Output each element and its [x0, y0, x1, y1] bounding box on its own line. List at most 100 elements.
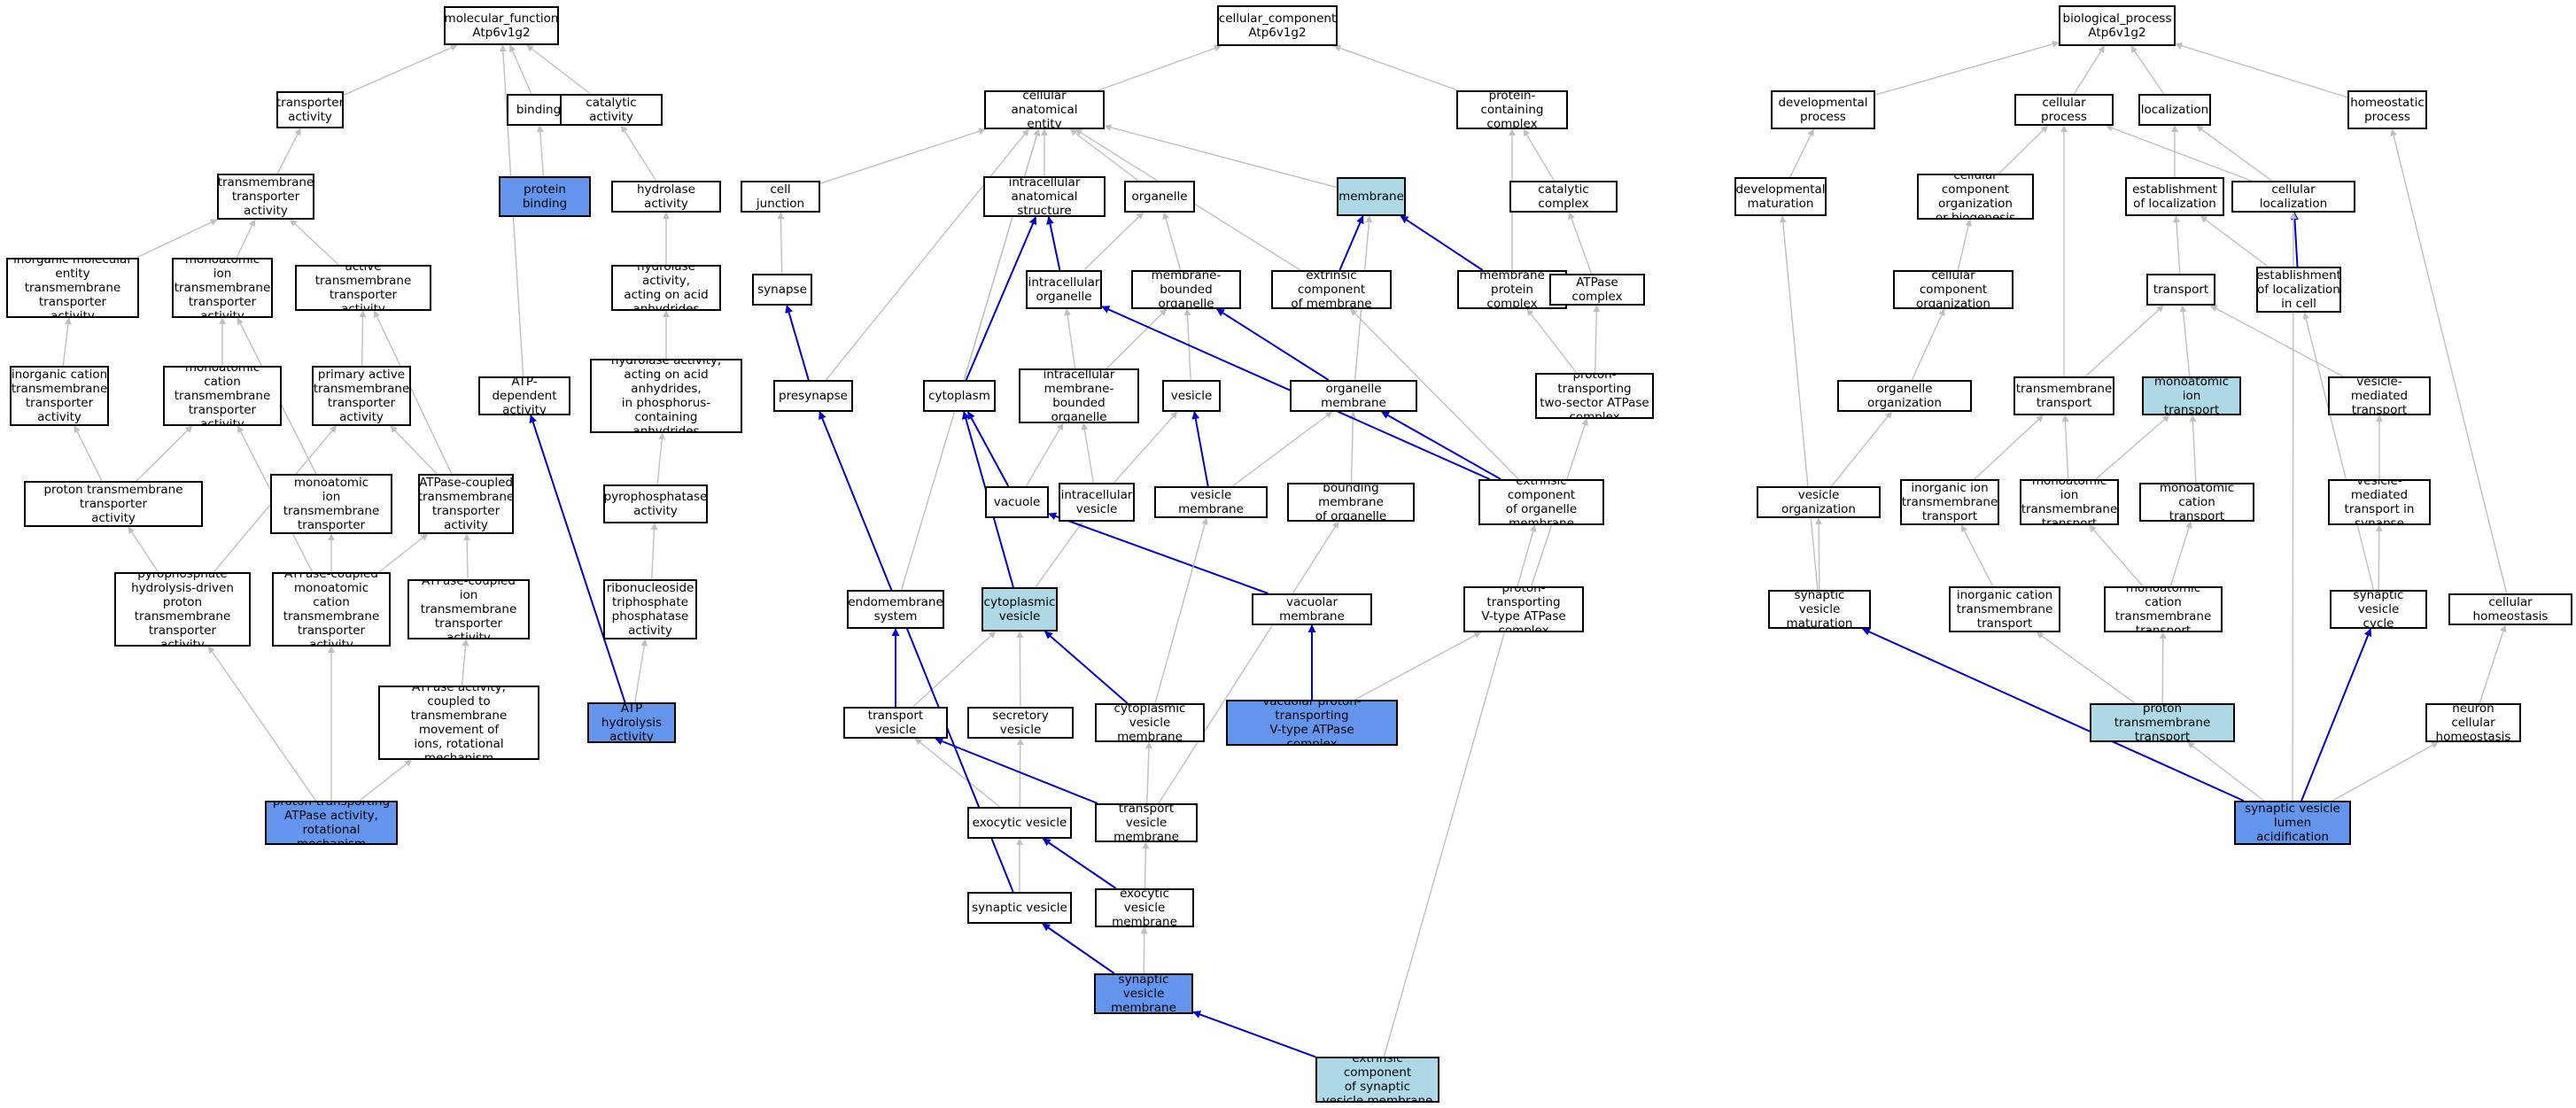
node-hydrolase-phos: hydrolase activity, acting on acid anhyd… — [590, 359, 742, 433]
node-synaptic-vesicle: synaptic vesicle — [967, 892, 1072, 924]
edge-extrinsic-sv-membrane-to-synaptic-vesicle-membrane — [1192, 1011, 1316, 1058]
edge-extrinsic-org-membrane-to-extrinsic-membrane — [1350, 308, 1519, 480]
node-hydrolase-activity: hydrolase activity — [611, 181, 721, 213]
node-atp-dependent: ATP-dependent activity — [478, 376, 570, 415]
edge-developmental-maturation-to-developmental-process — [1789, 128, 1814, 178]
edge-organelle-to-cell-anat-entity — [1069, 128, 1139, 182]
node-organelle: organelle — [1124, 181, 1195, 213]
node-atpase-ion-tm: ATPase-coupled ion transmembrane transpo… — [407, 579, 530, 639]
edge-transmembrane-transport-to-transport — [2084, 305, 2164, 377]
node-transport-vesicle: transport vesicle — [843, 707, 948, 739]
edge-atpase-coupled-tm-to-primary-active — [390, 425, 438, 475]
edge-cellular-localization-to-localization — [2195, 125, 2272, 182]
edge-atp-hydrolysis-to-ntp-phosphatase — [634, 639, 648, 703]
edge-localization-to-bp — [2130, 45, 2165, 95]
edge-intracellular-vesicle-to-vesicle — [1113, 411, 1178, 484]
node-intra-mb-organelle: intracellular membrane-bounded organelle — [1019, 368, 1139, 423]
edge-intracellular-vesicle-to-intra-mb-organelle — [1081, 422, 1094, 484]
edge-sv-cycle-to-establishment-loc-cell — [2302, 312, 2375, 591]
node-transmembrane-transport: transmembrane transport — [2013, 376, 2114, 415]
node-vacuole: vacuole — [985, 486, 1049, 518]
edge-tm-transporter-to-transporter-activity — [276, 128, 301, 174]
edge-vesicle-membrane-to-organelle-membrane — [1231, 411, 1333, 487]
node-vesicle-membrane: vesicle membrane — [1154, 486, 1268, 518]
edge-monoatomic-cation-tm-transport-to-monoatomic-cation-transport — [2169, 521, 2192, 587]
edge-homeostatic-process-to-bp — [2175, 42, 2348, 98]
node-active-tm: active transmembrane transporter activit… — [295, 265, 431, 311]
edge-ntp-phosphatase-to-pyrophosphatase — [650, 523, 658, 580]
node-proton-atpase-rot: proton-transporting ATPase activity, rot… — [265, 801, 398, 845]
node-membrane: membrane — [1337, 177, 1406, 216]
edge-proton-tm-transport-to-monoatomic-cation-tm-transport — [2159, 631, 2167, 704]
edge-monoatomic-ion-transport-to-transport — [2179, 305, 2191, 377]
node-pyrophosphate-driven: pyrophosphate hydrolysis-driven proton t… — [114, 572, 251, 647]
node-vesicle-organization: vesicle organization — [1757, 486, 1881, 518]
edge-inorg-mol-entity-to-tm-transporter — [136, 219, 218, 259]
edge-establishment-loc-cell-to-establishment-localization — [2200, 215, 2269, 267]
node-inorg-cation-tm: inorganic cation transmembrane transport… — [10, 366, 109, 426]
edge-vesicle-mediated-transport-to-transport — [2209, 305, 2344, 377]
edge-membrane-protein-complex-to-membrane — [1400, 215, 1484, 271]
edge-sv-cycle-to-vesicle-transport-synapse — [2375, 524, 2383, 591]
edge-intracellular-organelle-to-organelle — [1083, 212, 1144, 271]
edge-intra-mb-organelle-to-intracellular-organelle — [1064, 308, 1076, 369]
edge-cytoplasm-to-intracellular-anat — [965, 216, 1037, 381]
node-cellular-localization: cellular localization — [2231, 181, 2355, 213]
node-atpase-coupled-tm: ATPase-coupled transmembrane transporter… — [418, 474, 514, 534]
edge-cell-junction-to-cell-anat-entity — [819, 128, 986, 184]
node-vesicle-transport-synapse: vesicle-mediated transport in synapse — [2328, 479, 2431, 525]
node-inorg-mol-entity: inorganic molecular entity transmembrane… — [6, 258, 139, 318]
edge-transport-vesicle-membrane-to-bounding-membrane — [1158, 521, 1339, 804]
edge-primary-active-to-active-tm — [359, 310, 367, 367]
edge-developmental-process-to-bp — [1874, 41, 2060, 96]
node-active-monoatomic: active monoatomic ion transmembrane tran… — [270, 474, 392, 534]
node-establishment-loc-cell: establishment of localization in cell — [2256, 267, 2341, 313]
edge-extrinsic-membrane-to-membrane — [1338, 215, 1364, 271]
edge-cc-organization-to-cc-org-biogenesis — [1957, 219, 1973, 271]
node-hydrolase-acid-anh: hydrolase activity, acting on acid anhyd… — [611, 265, 721, 311]
edge-cc-org-biogenesis-to-cellular-process — [1998, 125, 2049, 174]
edge-exocytic-vesicle-membrane-to-transport-vesicle-membrane — [1142, 841, 1150, 889]
edge-active-tm-to-tm-transporter — [290, 219, 339, 266]
edge-cell-anat-entity-to-cc — [1098, 44, 1222, 91]
node-cc: cellular_component Atp6v1g2 — [1217, 5, 1338, 46]
node-transport: transport — [2146, 274, 2215, 306]
node-vesicle: vesicle — [1162, 380, 1221, 412]
node-protein-binding: protein binding — [499, 176, 591, 217]
node-cell-junction: cell junction — [741, 181, 820, 213]
edge-cytoplasmic-vesicle-membrane-to-vesicle-membrane — [1154, 517, 1208, 704]
edge-sv-lumen-acidification-to-sv-cycle — [2301, 628, 2372, 802]
edge-monoatomic-cation-transport-to-monoatomic-ion-transport — [2189, 415, 2197, 484]
edge-vesicle-membrane-to-vesicle — [1191, 411, 1209, 487]
edge-proton-atpase-rot-to-pyrophosphate-driven — [207, 646, 317, 802]
edge-catalytic-activity-to-mf — [526, 44, 591, 95]
node-cellular-homeostasis: cellular homeostasis — [2448, 593, 2572, 625]
edge-atpase-monoatomic-cation-to-atpase-coupled-tm — [378, 533, 429, 573]
node-cc-organization: cellular component organization — [1893, 270, 2013, 309]
edge-atp-hydrolysis-to-atp-dependent — [529, 415, 626, 703]
node-vesicle-mediated-transport: vesicle-mediated transport — [2328, 376, 2431, 415]
node-vacuolar-proton-v-type: vacuolar proton-transporting V-type ATPa… — [1226, 700, 1398, 746]
node-extrinsic-membrane: extrinsic component of membrane — [1271, 270, 1392, 309]
node-vacuolar-membrane: vacuolar membrane — [1252, 593, 1372, 625]
edge-membrane-bounded-org-to-organelle — [1162, 212, 1182, 271]
node-proton-two-sector: proton-transporting two-sector ATPase co… — [1535, 373, 1654, 419]
node-transporter-activity: transporter activity — [276, 91, 344, 128]
node-inorganic-ion-tm-transport: inorganic ion transmembrane transport — [1900, 479, 1999, 525]
node-proton-tm: proton transmembrane transporter activit… — [24, 481, 203, 527]
node-neuron-homeostasis: neuron cellular homeostasis — [2425, 703, 2521, 742]
node-pyrophosphatase: pyrophosphatase activity — [603, 484, 708, 523]
edge-organelle-organization-to-cc-organization — [1911, 308, 1945, 381]
edge-exocytic-vesicle-to-transport-vesicle — [914, 738, 1001, 808]
edge-vacuole-to-cytoplasm — [966, 411, 1010, 487]
edge-pyrophosphate-driven-to-proton-tm — [128, 526, 159, 573]
edge-proton-tm-to-monoatomic-cation-tm — [136, 425, 193, 482]
node-intracellular-vesicle: intracellular vesicle — [1059, 483, 1135, 522]
node-cytoplasm: cytoplasm — [923, 380, 996, 412]
node-organelle-membrane: organelle membrane — [1290, 380, 1417, 412]
edge-binding-to-mf — [508, 44, 532, 95]
node-monoatomic-ion-transport: monoatomic ion transport — [2142, 376, 2241, 415]
node-endomembrane: endomembrane system — [847, 590, 944, 629]
edge-transport-vesicle-to-cytoplasmic-vesicle — [912, 631, 997, 708]
